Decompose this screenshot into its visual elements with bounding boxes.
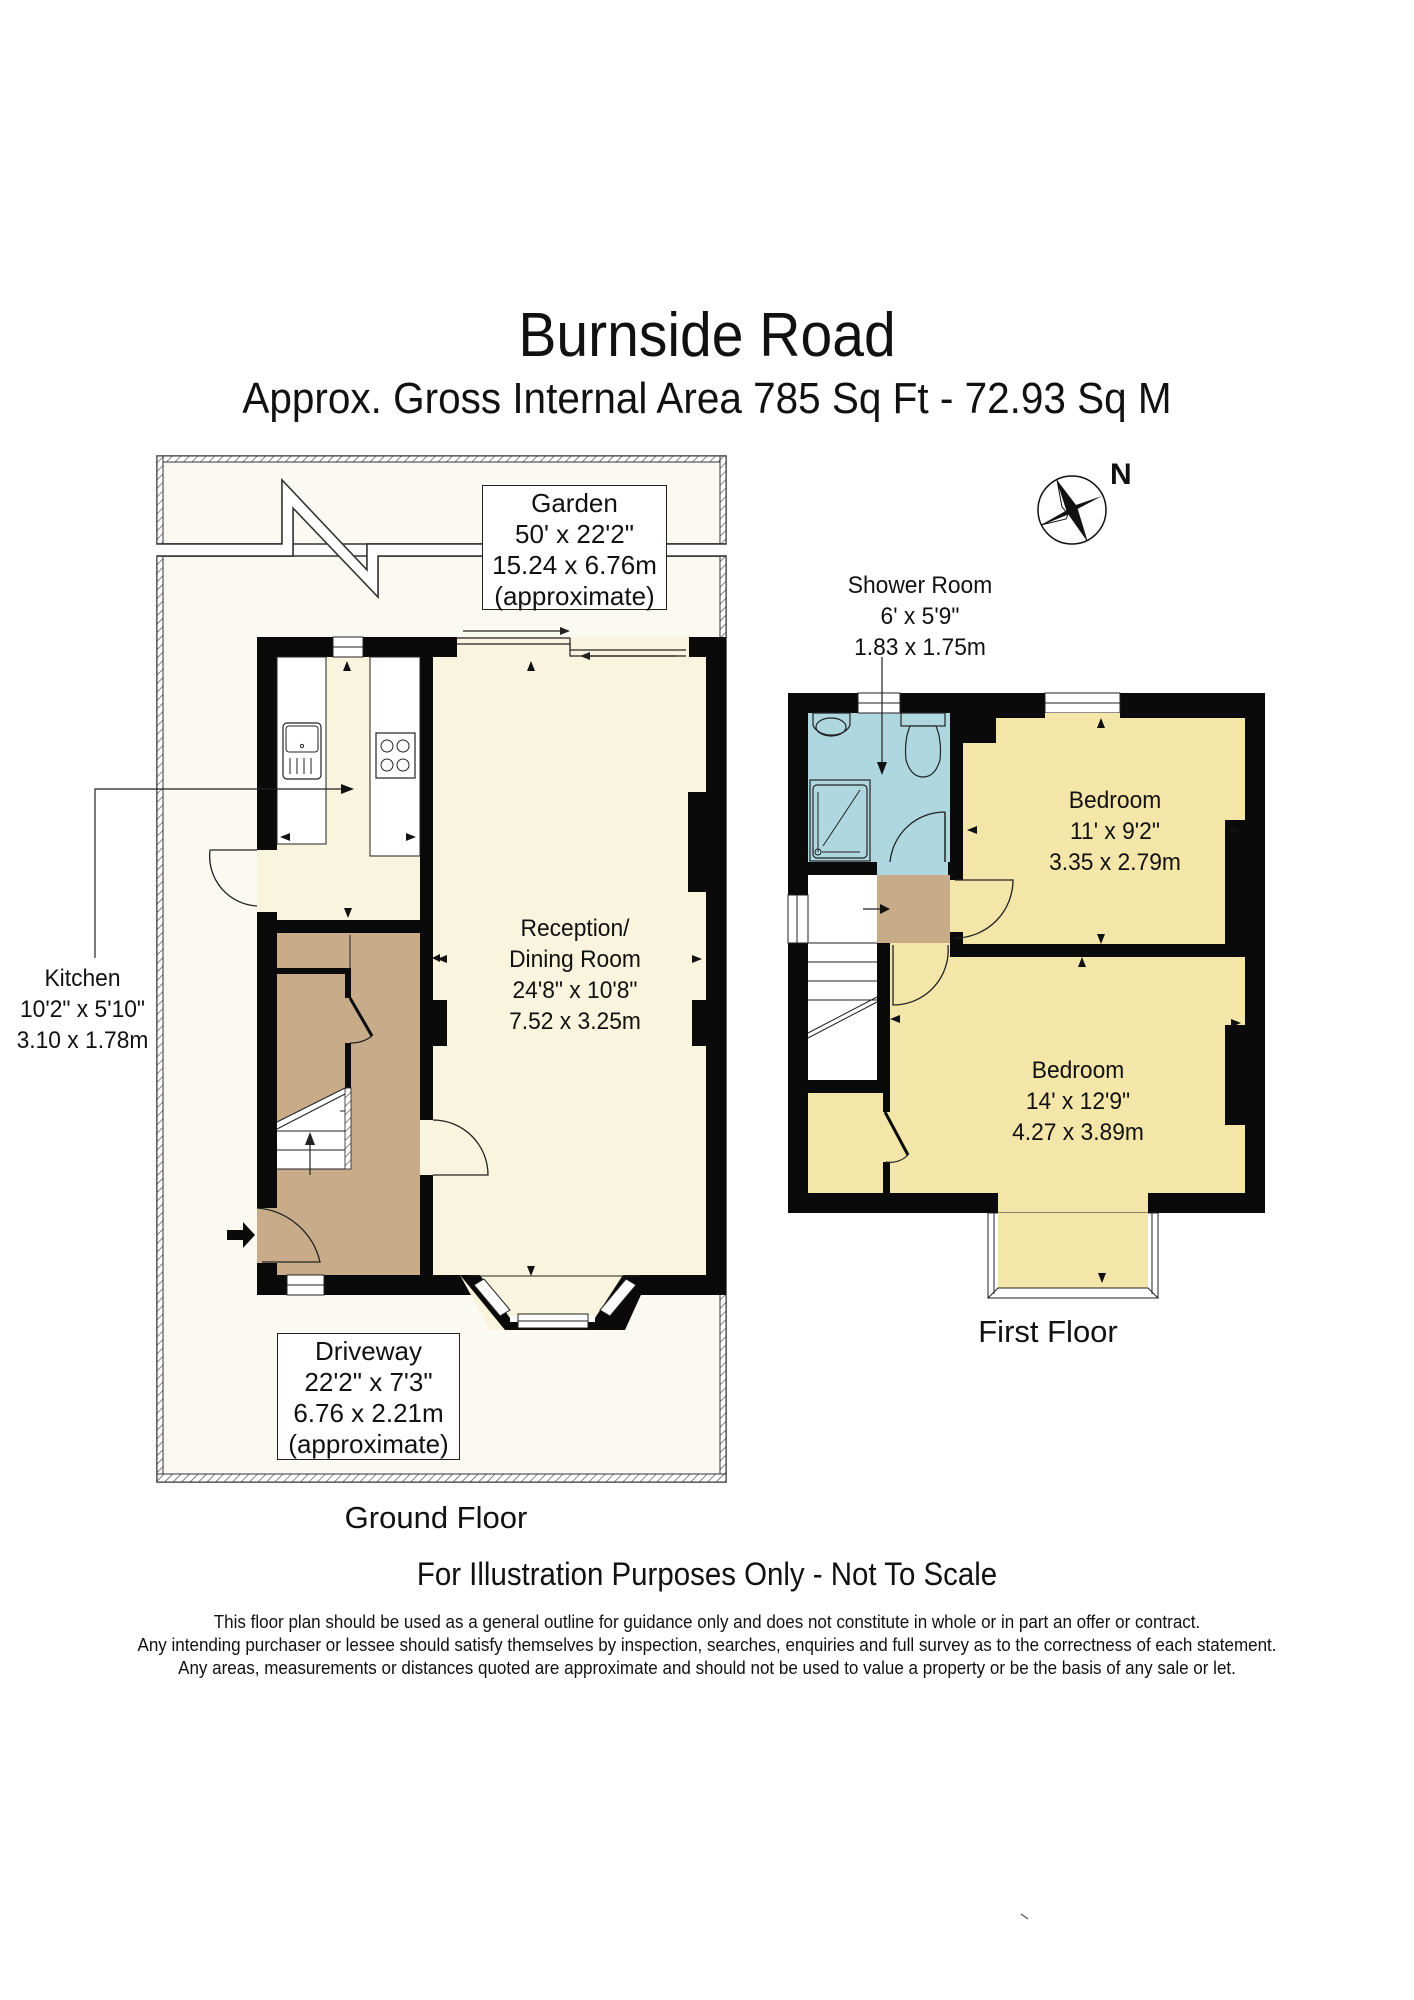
cupboard-floor	[808, 1093, 883, 1193]
garden-label: Garden 50' x 22'2" 15.24 x 6.76m (approx…	[482, 485, 667, 611]
basin-icon	[812, 712, 851, 737]
shower-room-name: Shower Room	[847, 572, 993, 599]
driveway-metric: 6.76 x 2.21m	[293, 1398, 444, 1428]
garden-note: (approximate)	[494, 581, 655, 611]
bedroom-2-metric: 4.27 x 3.89m	[1012, 1119, 1144, 1146]
disclaimer-line-2: Any intending purchaser or lessee should…	[137, 1634, 1277, 1655]
ground-floor-label: Ground Floor	[344, 1500, 528, 1535]
north-label: N	[1110, 458, 1132, 491]
bedroom-2-floor	[890, 957, 1245, 1193]
staircase-first	[787, 875, 890, 1080]
sink-icon	[282, 722, 322, 780]
garden-imperial: 50' x 22'2"	[515, 519, 634, 549]
shower-room-imperial: 6' x 5'9"	[880, 603, 960, 630]
kitchen-label: Kitchen 10'2" x 5'10" 3.10 x 1.78m	[0, 963, 165, 1056]
shower-tray-icon	[809, 779, 871, 862]
bedroom-2-imperial: 14' x 12'9"	[1025, 1088, 1131, 1115]
driveway-note: (approximate)	[288, 1429, 449, 1459]
bedroom-1-name: Bedroom	[1068, 787, 1162, 814]
staircase-ground	[276, 1087, 352, 1175]
reception-name-line2: Dining Room	[509, 946, 641, 973]
reception-name-line1: Reception/	[520, 915, 630, 942]
reception-label: Reception/ Dining Room 24'8" x 10'8" 7.5…	[470, 913, 680, 1037]
reception-imperial: 24'8" x 10'8"	[512, 977, 638, 1004]
bedroom-1-imperial: 11' x 9'2"	[1070, 818, 1160, 845]
driveway-imperial: 22'2" x 7'3"	[304, 1367, 433, 1397]
bedroom-2-name: Bedroom	[1031, 1057, 1125, 1084]
reception-metric: 7.52 x 3.25m	[509, 1008, 641, 1035]
kitchen-metric: 3.10 x 1.78m	[16, 1027, 149, 1054]
disclaimer-line-1: This floor plan should be used as a gene…	[213, 1611, 1201, 1632]
disclaimer-line-3: Any areas, measurements or distances quo…	[178, 1657, 1236, 1678]
bedroom-1-label: Bedroom 11' x 9'2" 3.35 x 2.79m	[1020, 785, 1210, 878]
hob-icon	[375, 732, 416, 779]
driveway-label: Driveway 22'2" x 7'3" 6.76 x 2.21m (appr…	[277, 1333, 460, 1460]
driveway-name: Driveway	[315, 1336, 422, 1366]
reception-floor	[433, 657, 706, 1275]
kitchen-imperial: 10'2" x 5'10"	[19, 996, 146, 1023]
not-to-scale-notice: For Illustration Purposes Only - Not To …	[416, 1556, 998, 1592]
shower-room-metric: 1.83 x 1.75m	[854, 634, 986, 661]
first-floor-label: First Floor	[978, 1314, 1118, 1349]
bay-window	[460, 1275, 650, 1330]
bedroom-2-label: Bedroom 14' x 12'9" 4.27 x 3.89m	[983, 1055, 1173, 1148]
bedroom-1-floor	[963, 718, 1245, 944]
garden-metric: 15.24 x 6.76m	[492, 550, 657, 580]
plan-title: Burnside Road	[518, 301, 896, 370]
bedroom-1-metric: 3.35 x 2.79m	[1049, 849, 1181, 876]
entrance-arrow-icon	[227, 1222, 255, 1248]
disclaimer: This floor plan should be used as a gene…	[57, 1610, 1358, 1679]
ground-floor-plan	[94, 455, 727, 1483]
toilet-icon	[900, 712, 946, 778]
north-arrow-compass-icon	[1037, 475, 1107, 545]
gross-internal-area: Approx. Gross Internal Area 785 Sq Ft - …	[242, 374, 1172, 423]
kitchen-name: Kitchen	[44, 965, 121, 992]
first-floor-plan	[787, 657, 1265, 1299]
shower-room-label: Shower Room 6' x 5'9" 1.83 x 1.75m	[820, 570, 1020, 663]
garden-name: Garden	[531, 488, 618, 518]
